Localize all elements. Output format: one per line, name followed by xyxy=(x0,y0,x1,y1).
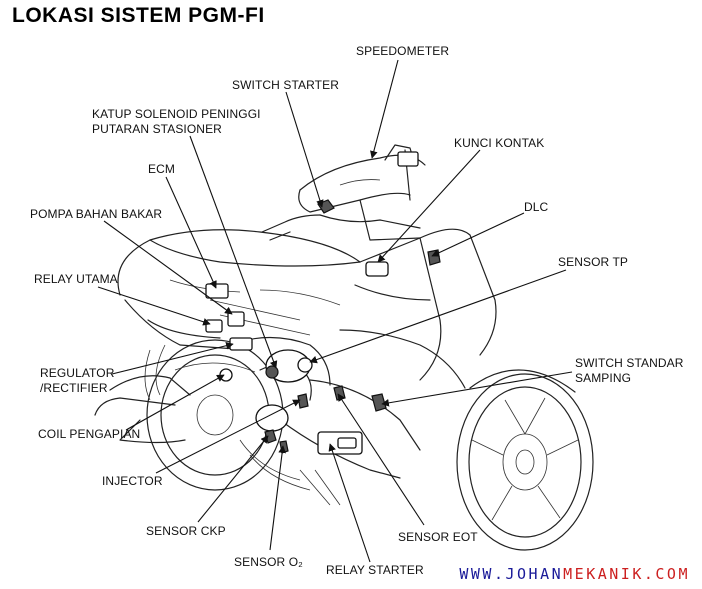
leader-injector xyxy=(155,399,301,474)
label-katup-line2: PUTARAN STASIONER xyxy=(92,122,222,136)
leader-pompa xyxy=(103,220,233,315)
ecm-part xyxy=(205,283,229,299)
leader-switch-standar xyxy=(381,371,573,407)
label-switch-standar-line1: SWITCH STANDAR xyxy=(575,356,684,370)
regulator-part xyxy=(229,337,253,351)
sensor-tp-part xyxy=(297,357,313,373)
leader-sensor-eot xyxy=(337,393,425,526)
label-sensor-ckp: SENSOR CKP xyxy=(146,524,226,538)
leader-regulator xyxy=(111,341,234,375)
label-switch-standar-line2: SAMPING xyxy=(575,371,632,385)
watermark: WWW.JOHANMEKANIK.COM xyxy=(459,565,690,583)
label-sensor-tp: SENSOR TP xyxy=(558,255,629,269)
label-katup-line1: KATUP SOLENOID PENINGGI xyxy=(92,107,261,121)
leader-relay-utama xyxy=(97,286,211,326)
kunci-kontak-part xyxy=(365,261,389,277)
relay-utama-part xyxy=(205,319,223,333)
component-parts xyxy=(205,151,441,455)
leader-sensor-o2 xyxy=(269,445,286,551)
leader-coil xyxy=(125,374,225,431)
leader-sensor-ckp xyxy=(197,435,269,523)
front-wheel xyxy=(456,369,594,551)
pompa-bahan-bakar-part xyxy=(227,311,245,327)
label-regulator-line2: /RECTIFIER xyxy=(40,381,108,395)
label-relay-utama: RELAY UTAMA xyxy=(34,272,118,286)
motorcycle-body xyxy=(117,228,497,479)
battery-part xyxy=(337,437,357,449)
label-regulator-line1: REGULATOR xyxy=(40,366,115,380)
label-regulator: REGULATOR /RECTIFIER xyxy=(40,366,114,396)
injector-part xyxy=(297,393,309,409)
label-pompa-bahan-bakar: POMPA BAHAN BAKAR xyxy=(30,207,163,221)
sensor-ckp-part xyxy=(264,429,277,444)
label-speedometer: SPEEDOMETER xyxy=(356,44,450,58)
motorcycle-drawing xyxy=(94,144,594,551)
coil-pengapian-part xyxy=(219,368,233,382)
label-switch-standar: SWITCH STANDAR SAMPING xyxy=(575,356,684,386)
label-injector: INJECTOR xyxy=(102,474,163,488)
leader-dlc xyxy=(431,212,525,257)
watermark-part2: MEKANIK.COM xyxy=(563,565,690,583)
leader-relay-starter xyxy=(328,443,371,563)
sensor-eot-part xyxy=(333,385,346,401)
leader-kunci-kontak xyxy=(377,149,481,263)
label-kunci-kontak: KUNCI KONTAK xyxy=(454,136,545,150)
label-ecm: ECM xyxy=(148,162,175,176)
dlc-part xyxy=(427,249,441,266)
label-switch-starter: SWITCH STARTER xyxy=(232,78,339,92)
leader-ecm xyxy=(165,176,217,289)
leader-katup-solenoid xyxy=(189,135,278,369)
watermark-part1: WWW.JOHAN xyxy=(459,565,564,583)
speedometer-part xyxy=(397,151,419,167)
sensor-o2-part xyxy=(279,440,289,454)
label-sensor-eot: SENSOR EOT xyxy=(398,530,478,544)
switch-standar-part xyxy=(371,393,387,412)
page-title: LOKASI SISTEM PGM-FI xyxy=(12,4,265,27)
label-relay-starter: RELAY STARTER xyxy=(326,563,424,577)
label-coil-pengapian: COIL PENGAPIAN xyxy=(38,427,141,441)
label-sensor-o2: SENSOR O₂ xyxy=(234,555,303,569)
label-katup-solenoid: KATUP SOLENOID PENINGGI PUTARAN STASIONE… xyxy=(92,107,261,137)
leader-lines xyxy=(97,59,573,563)
leader-switch-starter xyxy=(285,91,324,208)
leader-speedometer xyxy=(370,59,399,159)
label-dlc: DLC xyxy=(524,200,549,214)
leader-sensor-tp xyxy=(309,269,567,364)
